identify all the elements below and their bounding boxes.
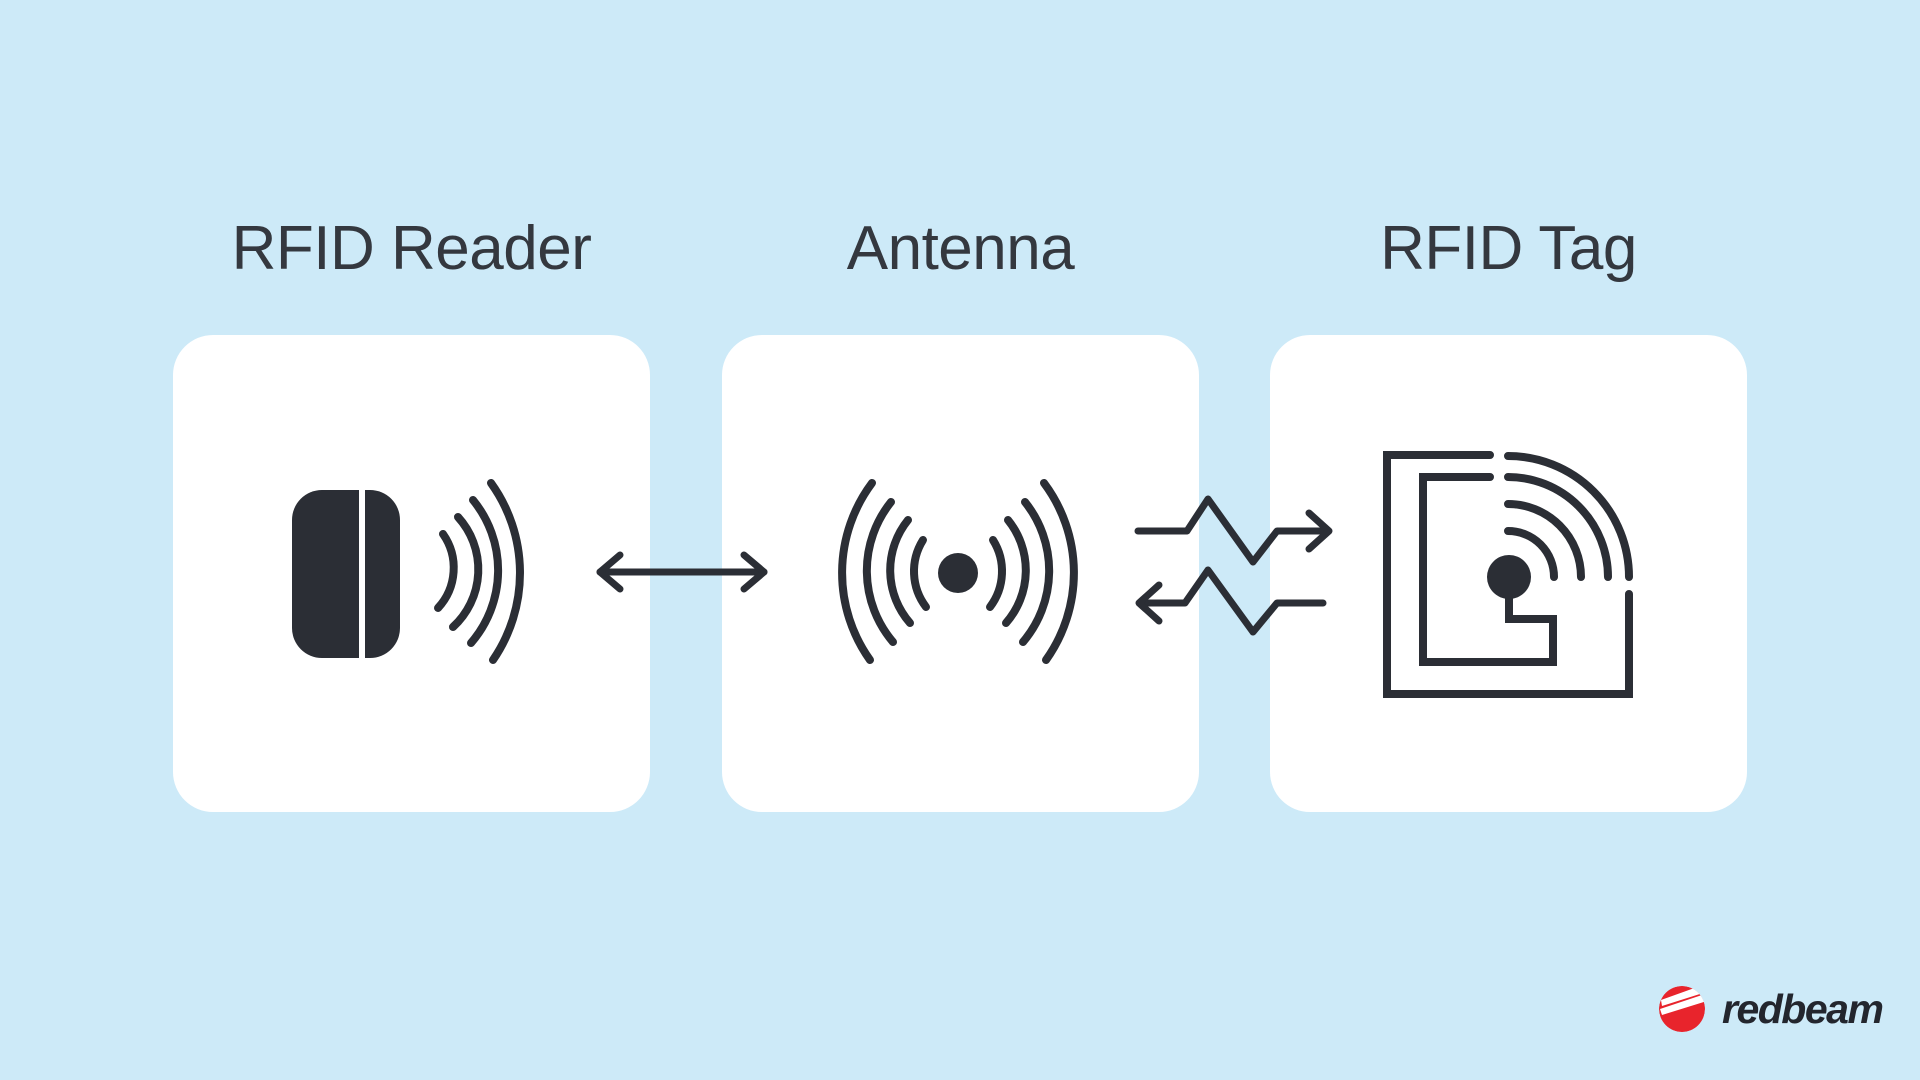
node-card-rfid-tag bbox=[1270, 335, 1747, 812]
redbeam-logo: redbeam bbox=[1656, 981, 1884, 1037]
node-card-rfid-reader bbox=[173, 335, 650, 812]
node-title-rfid-tag: RFID Tag bbox=[1380, 214, 1637, 283]
antenna-icon bbox=[838, 479, 1078, 664]
node-title-rfid-reader: RFID Reader bbox=[231, 214, 592, 283]
redbeam-logo-text: redbeam bbox=[1722, 985, 1884, 1032]
zigzag-signal-arrows-icon bbox=[1134, 495, 1333, 636]
node-card-antenna bbox=[722, 335, 1199, 812]
bidirectional-arrow-icon bbox=[596, 551, 768, 593]
node-title-antenna: Antenna bbox=[846, 214, 1075, 283]
redbeam-logo-mark-icon bbox=[1659, 986, 1705, 1032]
rfid-reader-icon bbox=[292, 479, 524, 664]
rfid-tag-icon bbox=[1383, 451, 1633, 698]
